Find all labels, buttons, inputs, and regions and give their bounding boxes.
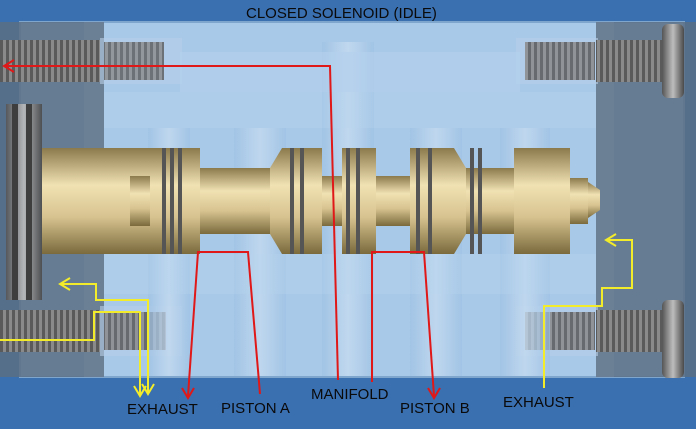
screw-top-right	[525, 42, 595, 80]
screw-head-top-right	[662, 24, 684, 98]
flow-piston-b-path	[371, 251, 435, 397]
exhaust-left-path-a	[0, 311, 141, 394]
left-piston	[6, 104, 42, 300]
exhaust-left-path-b	[62, 283, 149, 392]
flow-manifold-path	[6, 65, 339, 381]
label-manifold: MANIFOLD	[311, 386, 389, 403]
piston-a-arrowhead	[181, 387, 195, 400]
spool-left-end	[42, 148, 88, 254]
label-piston-a: PISTON A	[221, 400, 290, 417]
exhaust-right-path	[543, 239, 633, 388]
flow-exit-arrowhead	[2, 59, 15, 73]
screw-top-left	[0, 40, 100, 82]
diagram-title: CLOSED SOLENOID (IDLE)	[246, 5, 437, 22]
label-exhaust-right: EXHAUST	[503, 394, 574, 411]
screw-head-bottom-right	[662, 300, 684, 378]
manifold-channel	[180, 52, 520, 92]
label-piston-b: PISTON B	[400, 400, 470, 417]
exhaust-left-arrowhead-out	[133, 385, 147, 398]
piston-b-arrowhead	[427, 387, 441, 400]
exhaust-left-arrowhead-in	[58, 277, 71, 291]
flow-piston-a-path	[187, 251, 261, 397]
exhaust-right-arrowhead	[604, 233, 617, 247]
label-exhaust-left: EXHAUST	[127, 401, 198, 418]
spool	[88, 148, 600, 254]
screw-bottom-left	[0, 310, 100, 352]
